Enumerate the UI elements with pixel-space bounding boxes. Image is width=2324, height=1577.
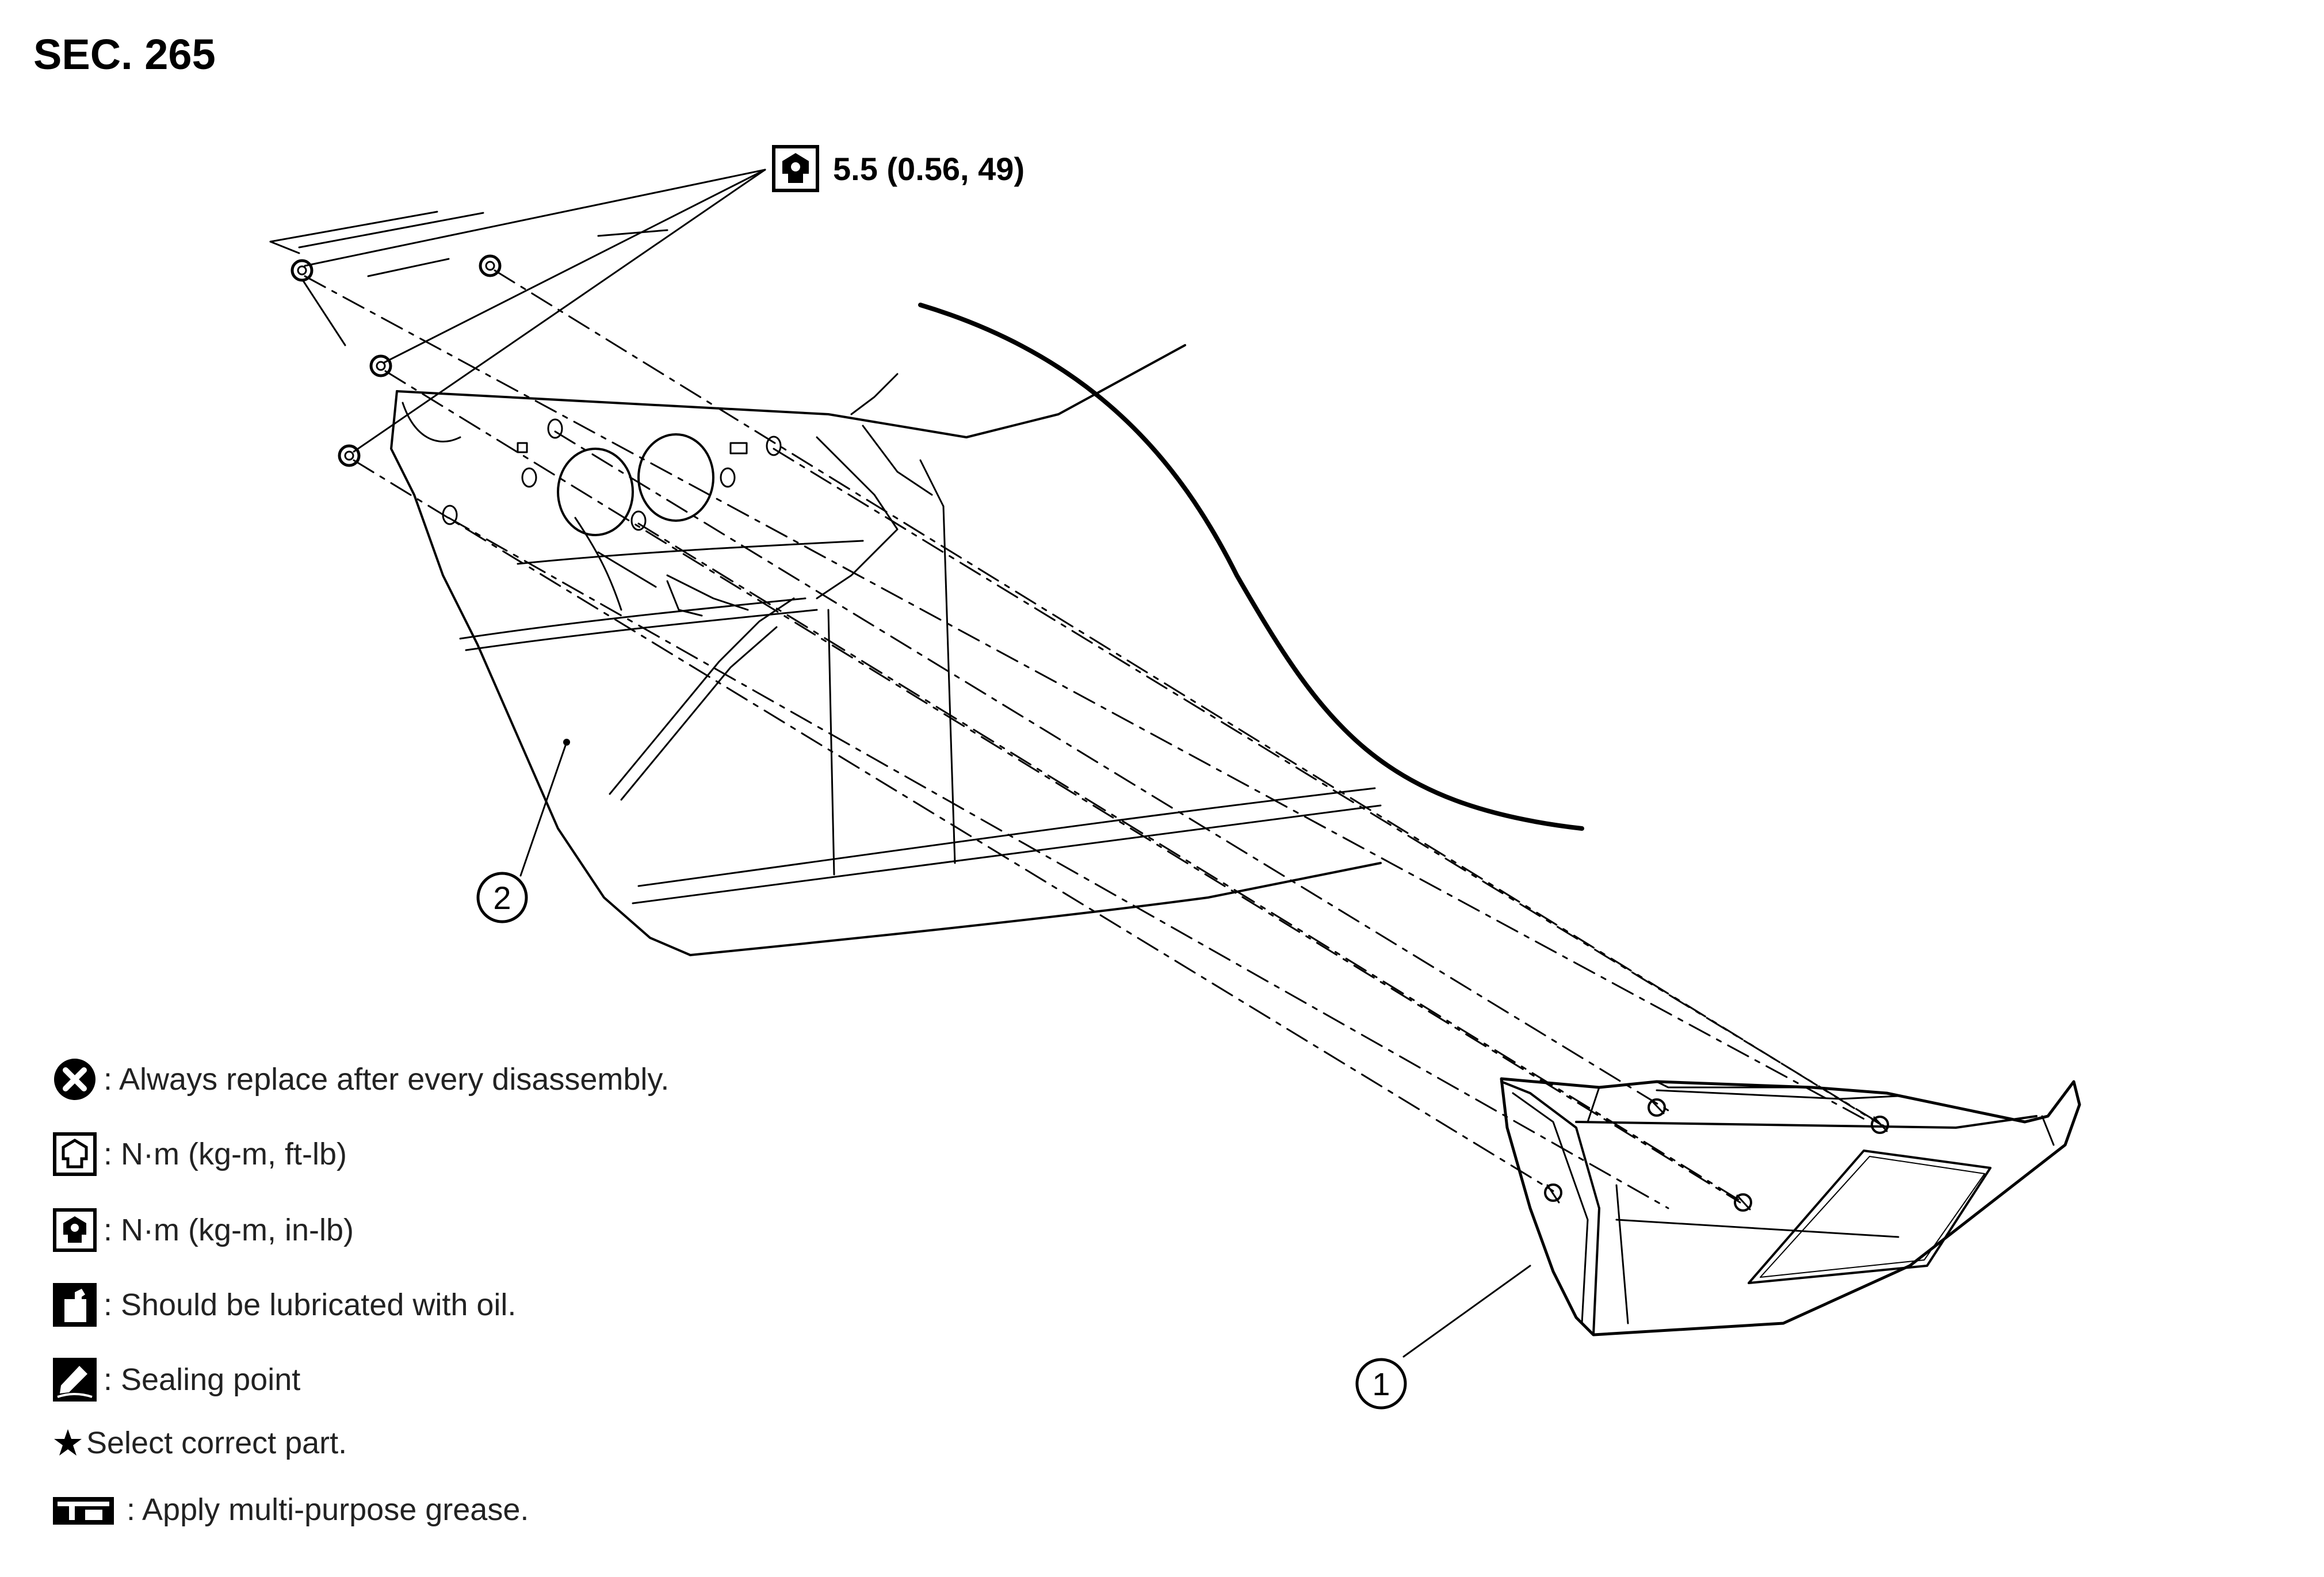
torque-in-lb-icon <box>772 145 819 192</box>
body-panel <box>269 211 1584 956</box>
legend-text: : Always replace after every disassembly… <box>104 1062 670 1097</box>
callout-dot <box>563 739 570 746</box>
callout-1: 1 <box>1355 1358 1407 1410</box>
sealing-icon <box>53 1358 97 1402</box>
legend-item: : Always replace after every disassembly… <box>52 1053 669 1106</box>
cover-part <box>1500 1077 2081 1337</box>
torque-value: 5.5 (0.56, 49) <box>833 150 1025 187</box>
callout-2: 2 <box>476 872 528 923</box>
legend-text: Select correct part. <box>86 1426 347 1460</box>
callout-1-label: 1 <box>1372 1366 1390 1402</box>
torque-in-lb-icon <box>53 1208 97 1252</box>
section-number: SEC. 265 <box>33 30 216 78</box>
always-replace-icon <box>54 1059 95 1100</box>
torque-ft-lb-icon <box>53 1132 97 1176</box>
legend-item: Select correct part. <box>52 1416 347 1469</box>
legend-text: : Apply multi-purpose grease. <box>127 1492 529 1527</box>
legend-text: : N·m (kg-m, in-lb) <box>104 1213 354 1247</box>
star-icon <box>54 1429 82 1456</box>
legend-item: : N·m (kg-m, ft-lb) <box>52 1128 347 1181</box>
legend-text: : Should be lubricated with oil. <box>104 1288 517 1322</box>
grommets <box>290 254 502 467</box>
alignment-dash-lines <box>304 269 1888 1209</box>
callout-leaders <box>519 741 1531 1358</box>
oil-can-icon <box>53 1283 97 1327</box>
grease-icon <box>53 1497 114 1525</box>
legend-text: : N·m (kg-m, ft-lb) <box>104 1137 347 1171</box>
torque-leader-lines <box>302 169 766 453</box>
legend-item: : Should be lubricated with oil. <box>52 1278 516 1331</box>
torque-callout: 5.5 (0.56, 49) <box>771 143 1025 194</box>
legend-text: : Sealing point <box>104 1362 301 1397</box>
legend-item: : Apply multi-purpose grease. <box>52 1483 529 1536</box>
callout-2-label: 2 <box>493 880 511 916</box>
legend-item: : N·m (kg-m, in-lb) <box>52 1204 354 1257</box>
legend-item: : Sealing point <box>52 1353 300 1406</box>
